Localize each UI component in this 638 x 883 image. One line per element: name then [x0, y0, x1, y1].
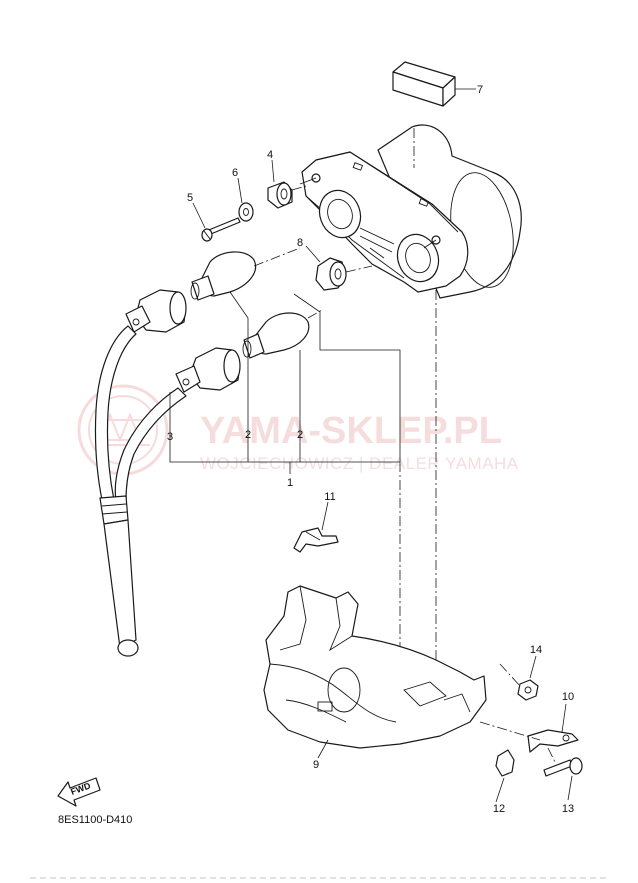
part-9-bracket — [263, 585, 487, 759]
part-14-nut — [499, 655, 539, 701]
callout-1: 1 — [287, 477, 293, 489]
callout-13: 13 — [562, 803, 574, 815]
tail-light-housing — [299, 124, 522, 299]
assembly-leaders — [169, 290, 437, 660]
callout-6: 6 — [232, 167, 238, 179]
part-6-washer — [237, 177, 254, 222]
part-13-bolt — [543, 747, 583, 801]
callout-2-right: 2 — [297, 429, 303, 441]
socket-upper — [125, 289, 187, 333]
watermark: YAMA-SKLEP.PL WOJCIECHOWICZ | DEALER YAM… — [77, 384, 519, 476]
watermark-subtitle: WOJCIECHOWICZ | DEALER YAMAHA — [200, 454, 519, 473]
callout-4: 4 — [267, 149, 273, 161]
part-7-pad — [392, 61, 476, 107]
part-11-clip — [293, 501, 339, 553]
part-12-nut — [495, 749, 515, 803]
callouts: 1 2 2 3 4 5 6 7 8 9 10 11 12 13 14 — [167, 84, 574, 815]
bulb-lower — [242, 309, 323, 359]
callout-14: 14 — [530, 644, 542, 656]
callout-2-left: 2 — [245, 429, 251, 441]
callout-9: 9 — [313, 759, 319, 771]
callout-3: 3 — [167, 431, 173, 443]
drawing-code: 8ES1100-D410 — [58, 814, 132, 826]
fwd-arrow-icon: FWD — [57, 777, 101, 807]
bulb-upper — [190, 247, 301, 301]
callout-8: 8 — [297, 237, 303, 249]
callout-10: 10 — [562, 691, 574, 703]
part-8-grommet — [305, 245, 373, 291]
part-5-screw — [192, 202, 241, 242]
callout-5: 5 — [187, 192, 193, 204]
socket-lower — [175, 347, 241, 393]
wire-harness — [94, 325, 187, 657]
callout-12: 12 — [493, 803, 505, 815]
part-10-plate — [479, 703, 579, 753]
watermark-title: YAMA-SKLEP.PL — [200, 410, 502, 452]
callout-11: 11 — [324, 491, 335, 503]
part-4-grommet — [267, 159, 307, 209]
callout-7: 7 — [477, 84, 483, 96]
